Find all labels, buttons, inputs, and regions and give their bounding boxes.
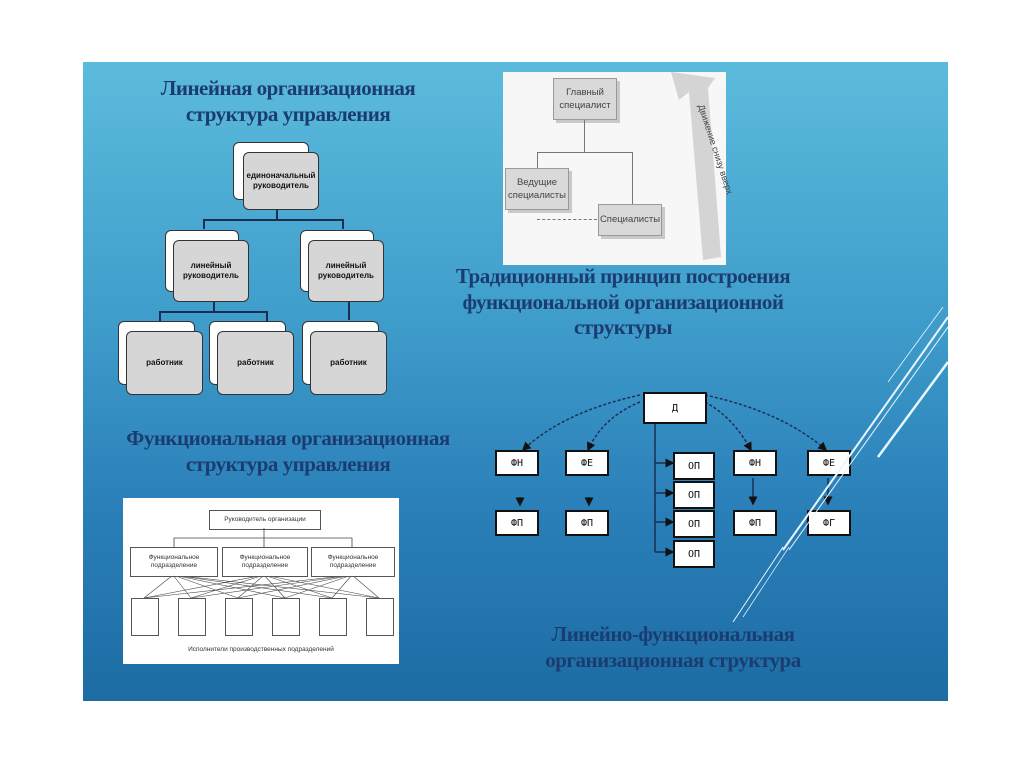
functional-link [143,574,174,599]
worker-node-label: работник [310,331,387,395]
functional-link [263,574,380,599]
functional-link [143,574,353,599]
upward-arrow-icon [671,72,721,260]
department-node: Функциональное подразделение [311,547,395,577]
functional-link [284,574,353,599]
functional-structure-panel: Руководитель организации Функциональное … [123,498,399,664]
production-unit-node: ФП [565,510,609,536]
functional-link [190,574,353,599]
title-line: функциональной организационной [462,289,784,314]
functional-unit-node: ФН [733,450,777,476]
org-head-node: Руководитель организации [209,510,321,530]
title-line: Линейная организационная [160,76,416,100]
functional-link [172,574,333,599]
functional-link [263,574,286,599]
title-line: Линейно-функциональная [551,622,795,646]
production-unit-node: ФП [733,510,777,536]
functional-structure-title: Функциональная организационная структура… [93,426,483,477]
title-line: структура управления [185,451,391,476]
executor-node [272,598,300,636]
title-line: Традиционный принцип построения [455,264,791,288]
chief-specialist-node: Главный специалист [553,78,617,120]
production-unit-node: ФП [495,510,539,536]
functional-link [143,574,265,599]
linear-structure-title: Линейная организационная структура управ… [128,76,448,127]
functional-link [172,574,380,599]
functional-link [331,574,353,599]
functional-unit-node: ФЕ [807,450,851,476]
executor-node [366,598,394,636]
head-node-label: единоначальный руководитель [243,152,319,210]
executor-node [131,598,159,636]
worker-node-label: работник [126,331,203,395]
functional-link [263,574,333,599]
executors-caption: Исполнители производственных подразделен… [188,646,334,653]
functional-link [237,574,265,599]
traditional-structure-panel: Главный специалист Ведущие специалисты С… [503,72,735,265]
functional-link [172,574,192,599]
slide: Линейная организационная структура управ… [83,62,948,701]
specialists-node: Специалисты [598,204,662,236]
functional-link [190,574,265,599]
decorative-diagonal-lines [732,306,948,623]
director-node: Д [643,392,707,424]
title-line: структура управления [185,101,391,126]
title-line: структуры [573,315,673,340]
executor-node [225,598,253,636]
line-unit-node: ОП [673,510,715,538]
functional-link [351,574,380,599]
functional-link [172,574,286,599]
department-node: Функциональное подразделение [130,547,218,577]
executor-node [319,598,347,636]
linear-functional-links [515,394,833,557]
executor-node [178,598,206,636]
functional-link [237,574,353,599]
linear-functional-title: Линейно-функциональная организационная с… [503,622,843,673]
manager-node-label: линейный руководитель [308,240,384,302]
traditional-structure-title: Традиционный принцип построения функцион… [413,264,833,341]
functional-links [143,528,380,599]
line-unit-node: ОП [673,540,715,568]
worker-node-label: работник [217,331,294,395]
manager-node-label: линейный руководитель [173,240,249,302]
leading-specialists-node: Ведущие специалисты [505,168,569,210]
line-unit-node: ОП [673,481,715,509]
functional-unit-node: ФЕ [565,450,609,476]
department-node: Функциональное подразделение [222,547,308,577]
title-line: Функциональная организационная [126,426,450,450]
line-unit-node: ОП [673,452,715,480]
functional-unit-node: ФН [495,450,539,476]
title-line: организационная структура [545,647,801,672]
